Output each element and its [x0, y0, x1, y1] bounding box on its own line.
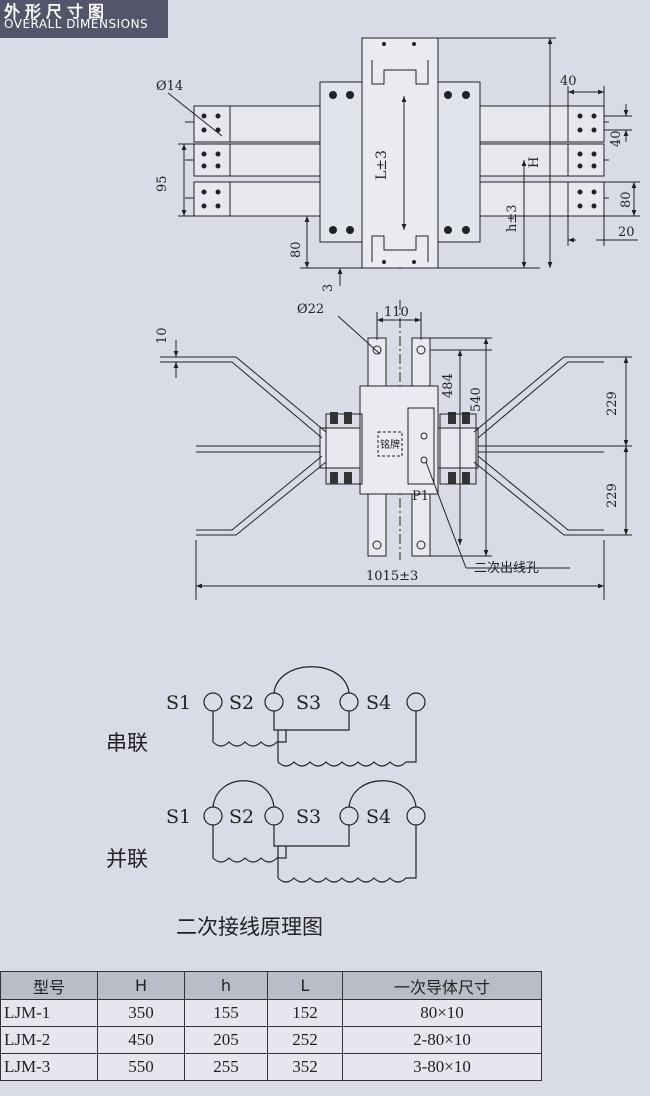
terminal-s2-parallel: S2	[229, 806, 254, 828]
dim-484: 484	[441, 373, 456, 398]
cell-H: 450	[97, 1026, 185, 1054]
terminal-s1-series: S1	[166, 692, 191, 714]
outlet-label: 二次出线孔	[474, 560, 539, 576]
dim-80-right: 80	[619, 191, 634, 208]
dim-width: 1015±3	[366, 569, 418, 584]
terminal-s4-parallel: S4	[366, 806, 391, 828]
wiring-caption: 二次接线原理图	[176, 915, 323, 939]
terminal-s4-series: S4	[366, 692, 391, 714]
dim-40-top: 40	[560, 74, 577, 89]
dim-20: 20	[618, 225, 635, 240]
header-subtitle: OVERALL DIMENSIONS	[4, 17, 149, 31]
dim-hole-22: Ø22	[297, 302, 324, 317]
series-label: 串联	[106, 731, 148, 755]
cell-H: 550	[97, 1053, 185, 1081]
col-h: h	[184, 971, 268, 1000]
dim-80-left: 80	[289, 241, 304, 258]
p1-label: P1	[412, 489, 429, 504]
dim-10: 10	[155, 327, 170, 344]
dim-540: 540	[469, 387, 484, 412]
nameplate-label: 铭牌	[380, 438, 400, 451]
table-row: LJM-1 350 155 152 80×10	[0, 999, 542, 1027]
cell-model: LJM-1	[0, 999, 98, 1027]
cell-L: 352	[267, 1053, 343, 1081]
cell-model: LJM-3	[0, 1053, 98, 1081]
top-view	[167, 37, 640, 286]
dim-229-top: 229	[605, 391, 620, 416]
terminal-s1-parallel: S1	[166, 806, 191, 828]
dim-H: H	[527, 157, 542, 168]
col-conductor: 一次导体尺寸	[342, 971, 542, 1000]
table-row: LJM-2 450 205 252 2-80×10	[0, 1026, 542, 1054]
table-header-row: 型号 H h L 一次导体尺寸	[0, 971, 542, 1000]
cell-L: 252	[267, 1026, 343, 1054]
section-header: 外形尺寸图 OVERALL DIMENSIONS	[0, 0, 168, 38]
col-H: H	[97, 971, 185, 1000]
dim-229-bottom: 229	[605, 483, 620, 508]
table-row: LJM-3 550 255 352 3-80×10	[0, 1053, 542, 1081]
wiring-labels: S1 S2 S3 S4 S1 S2 S3 S4 串联 并联 二次接线原理图	[106, 692, 391, 939]
dim-hole-14: Ø14	[156, 79, 183, 94]
cell-h: 205	[184, 1026, 268, 1054]
dim-110: 110	[384, 305, 409, 320]
parallel-label: 并联	[106, 847, 148, 871]
cell-h: 255	[184, 1053, 268, 1081]
cell-model: LJM-2	[0, 1026, 98, 1054]
col-model: 型号	[0, 971, 98, 1000]
cell-L: 152	[267, 999, 343, 1027]
cell-conductor: 3-80×10	[342, 1053, 542, 1081]
side-view	[160, 300, 632, 600]
terminal-s3-series: S3	[296, 692, 321, 714]
spec-table: 型号 H h L 一次导体尺寸 LJM-1 350 155 152 80×10 …	[0, 971, 542, 1081]
dim-L: L±3	[374, 150, 390, 180]
cell-conductor: 2-80×10	[342, 1026, 542, 1054]
cell-H: 350	[97, 999, 185, 1027]
drawing-canvas: Ø14 40 40 95 80 3 L±3 H h±3 80 20	[106, 37, 640, 939]
header-title: 外形尺寸图	[4, 2, 110, 21]
top-view-labels: Ø14 40 40 95 80 3 L±3 H h±3 80 20	[155, 74, 635, 292]
wiring-diagrams	[203, 666, 426, 883]
terminal-s2-series: S2	[229, 692, 254, 714]
cell-conductor: 80×10	[342, 999, 542, 1027]
cell-h: 155	[184, 999, 268, 1027]
dim-3: 3	[321, 284, 336, 292]
dim-95: 95	[155, 175, 170, 192]
dim-h: h±3	[505, 204, 520, 232]
col-L: L	[267, 971, 343, 1000]
side-view-labels: Ø22 110 10 484 540 229 229 铭牌 P1 1015±3 …	[155, 302, 620, 584]
dim-40-right: 40	[609, 130, 624, 147]
terminal-s3-parallel: S3	[296, 806, 321, 828]
